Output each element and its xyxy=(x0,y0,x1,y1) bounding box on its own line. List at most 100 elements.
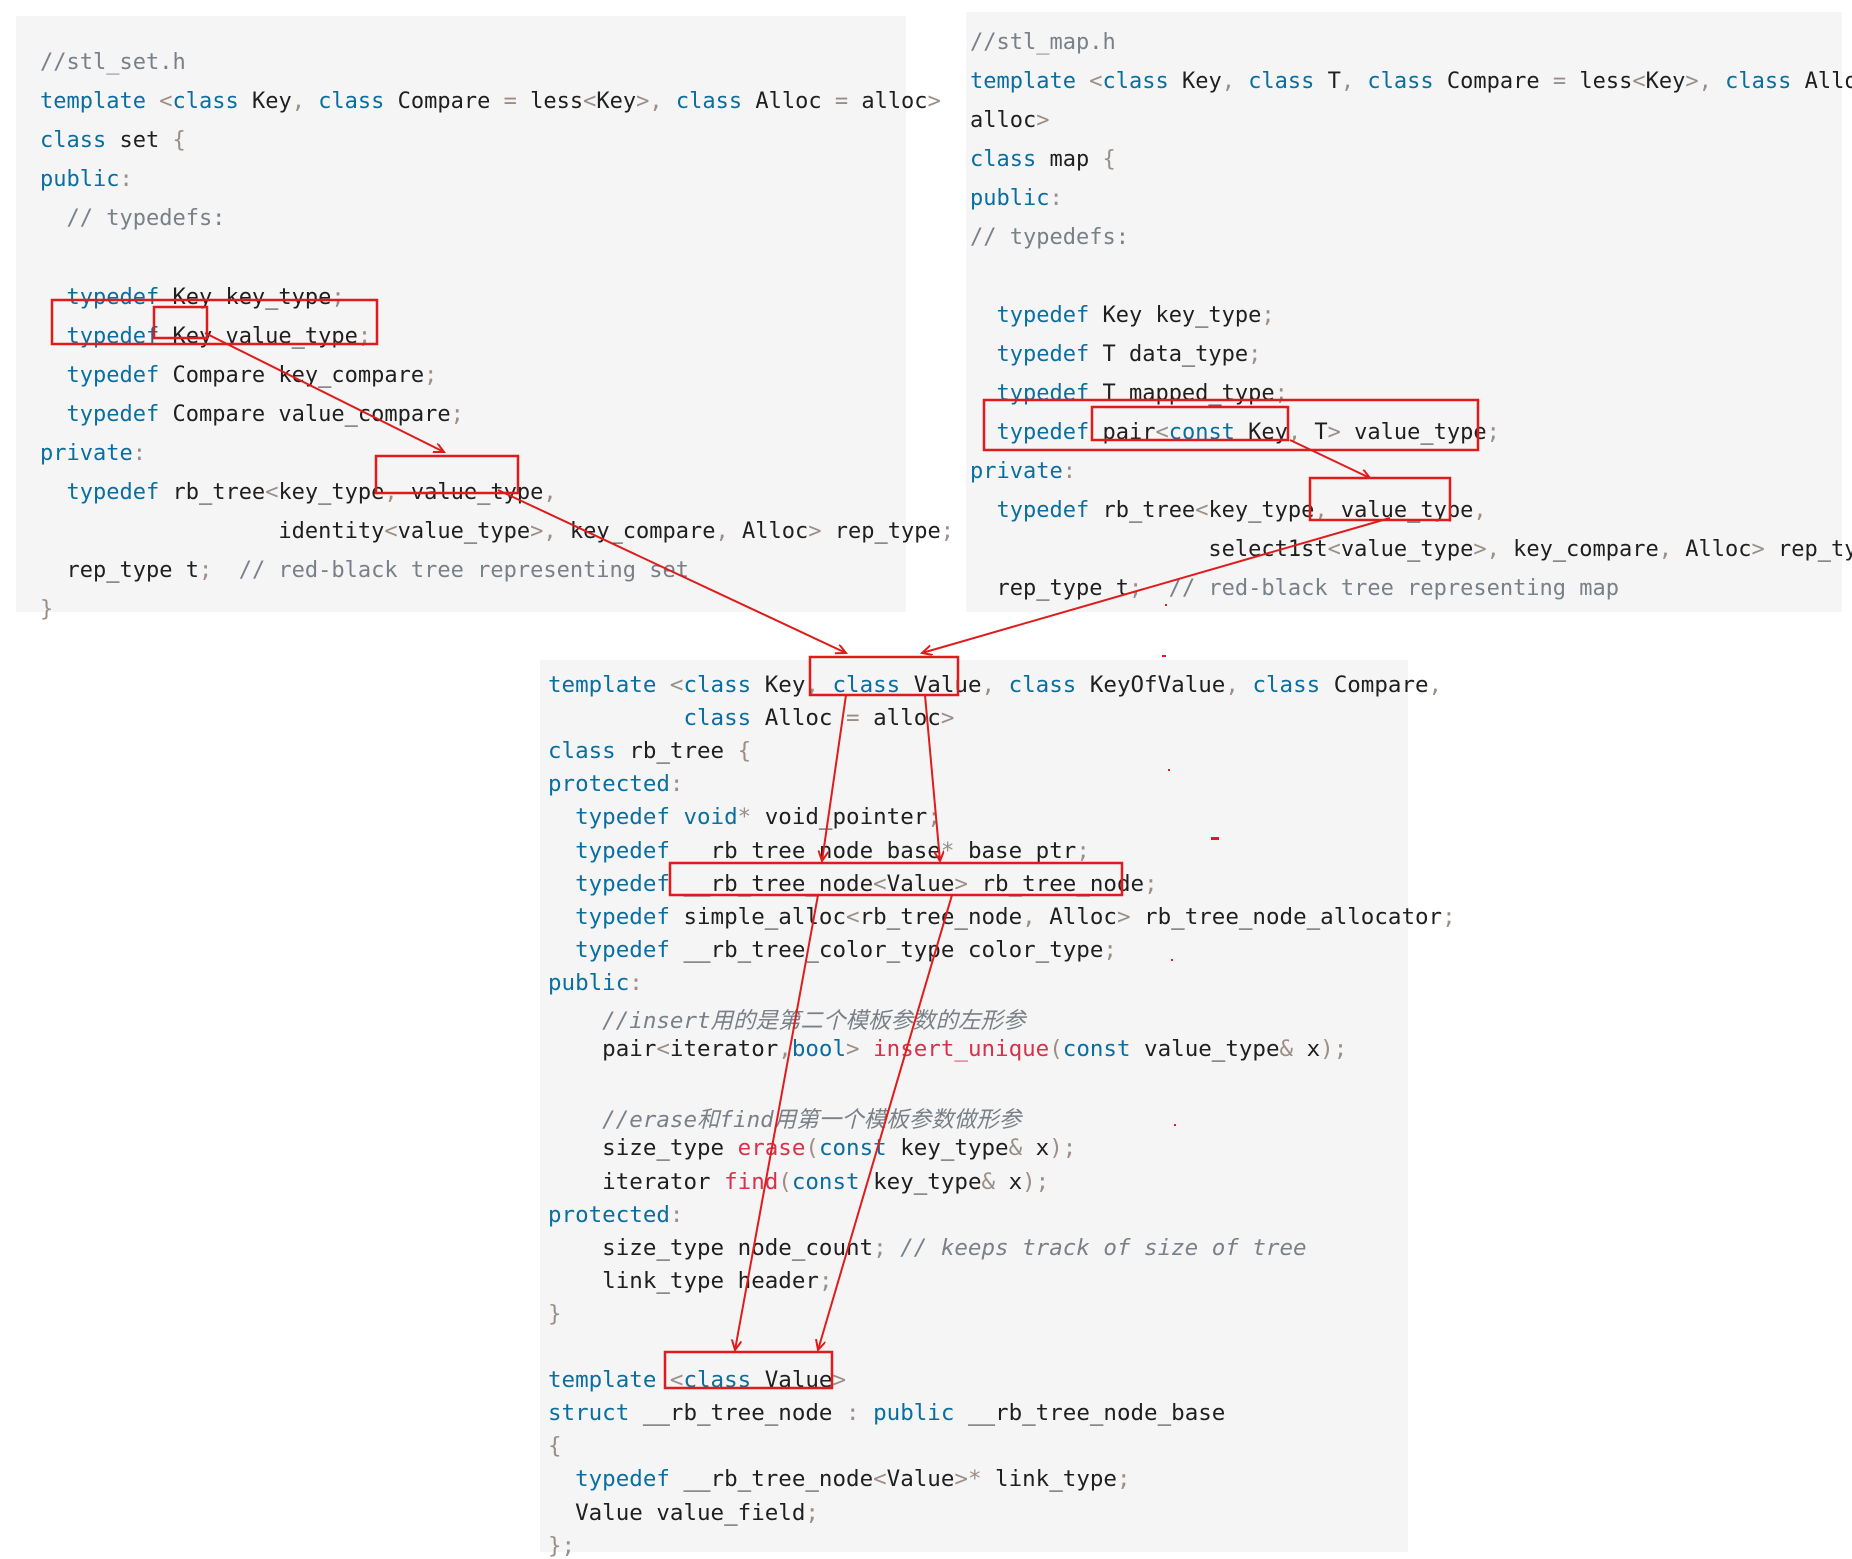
code-token: x xyxy=(995,1168,1023,1195)
code-token: void_pointer xyxy=(751,804,928,831)
code-token: ( xyxy=(1049,1036,1063,1063)
code-token: ; xyxy=(1274,381,1288,406)
code-line: typedef simple_alloc<rb_tree_node, Alloc… xyxy=(548,904,1456,930)
code-token: , xyxy=(384,480,411,506)
code-line: typedef Key value_type; xyxy=(40,324,371,349)
code-line: template <class Key, class Value, class … xyxy=(548,672,1442,698)
code-token: typedef xyxy=(548,804,670,831)
code-line: size_type node_count; // keeps track of … xyxy=(548,1234,1306,1261)
code-token: //insert用的是第二个模板参数的左形参 xyxy=(548,1008,1026,1034)
code-token: ; xyxy=(198,558,213,584)
code-token: : xyxy=(119,167,133,193)
code-token: typedef xyxy=(40,362,160,388)
code-token: // red-black tree representing set xyxy=(212,558,690,584)
code-token: < xyxy=(384,519,398,545)
code-token: { xyxy=(548,1433,562,1460)
code-token: ; xyxy=(1261,303,1275,328)
code-line: alloc> xyxy=(970,108,1049,133)
code-line: //stl_map.h xyxy=(970,30,1116,55)
code-token: Key xyxy=(1168,69,1222,94)
code-token: value_type xyxy=(1340,420,1487,445)
code-token: typedef xyxy=(970,420,1090,445)
code-token: // typedefs: xyxy=(970,225,1129,250)
code-token: class xyxy=(1725,69,1792,94)
code-token: : xyxy=(1062,459,1076,484)
code-token: __rb_tree_node xyxy=(629,1400,847,1427)
code-token: = xyxy=(503,89,517,115)
code-line: typedef __rb_tree_color_type color_type; xyxy=(548,937,1117,963)
code-token: ( xyxy=(805,1135,819,1162)
code-token: key_type xyxy=(1208,498,1315,523)
code-token: T xyxy=(1314,420,1328,445)
code-token: Key xyxy=(596,89,637,115)
code-token: class xyxy=(832,672,901,698)
code-token: , xyxy=(291,89,319,115)
code-token: ; xyxy=(927,804,941,831)
code-token: Key xyxy=(1234,420,1288,445)
code-token: T mapped_type xyxy=(1089,381,1275,406)
code-token: Compare value_compare xyxy=(159,401,451,427)
code-line: identity<value_type>, key_compare, Alloc… xyxy=(40,519,954,544)
code-line: typedef Compare value_compare; xyxy=(40,401,463,427)
code-token: bool xyxy=(791,1036,847,1063)
code-token: > xyxy=(927,89,941,115)
code-token: Alloc xyxy=(1804,69,1852,94)
code-token: //erase和find用第一个模板参数做形参 xyxy=(548,1107,1022,1134)
code-token: select1st xyxy=(970,537,1328,562)
code-token: key_type xyxy=(859,1168,982,1195)
code-token: class xyxy=(172,89,239,115)
code-token: Key xyxy=(238,89,292,115)
code-token: < xyxy=(669,1367,684,1394)
code-token: pair xyxy=(1089,420,1156,445)
code-line: } xyxy=(40,597,53,622)
code-token: value_type xyxy=(1130,1036,1280,1063)
code-token: value_type xyxy=(397,519,531,545)
code-token: < xyxy=(873,870,887,897)
code-token: set xyxy=(106,128,173,154)
code-token: value_type xyxy=(1340,537,1474,562)
code-token: ); xyxy=(1049,1135,1077,1162)
code-token: Alloc xyxy=(742,89,835,115)
code-token: & xyxy=(1008,1135,1023,1162)
code-token: typedef xyxy=(40,323,160,349)
code-line: public: xyxy=(548,970,643,996)
code-token: typedef xyxy=(970,303,1090,328)
code-line: class map { xyxy=(970,147,1116,172)
code-token: } xyxy=(40,597,54,623)
code-token: ; xyxy=(331,284,345,310)
code-token: { xyxy=(1102,147,1116,172)
code-token: ; xyxy=(1103,936,1117,963)
code-token: link_type xyxy=(981,1466,1117,1493)
code-token: key_compare xyxy=(1513,537,1659,562)
code-token: Compare key_compare xyxy=(159,362,425,388)
code-token: class xyxy=(1102,69,1169,94)
code-token: ( xyxy=(778,1168,792,1195)
code-token: rep_type t xyxy=(970,576,1129,601)
code-token: typedef xyxy=(970,342,1090,367)
code-token: ; xyxy=(873,1234,887,1261)
code-token: class xyxy=(1252,672,1321,698)
code-token: ; xyxy=(805,1499,819,1526)
code-line: public: xyxy=(40,167,133,192)
code-line: typedef Key key_type; xyxy=(970,303,1275,328)
code-token: class xyxy=(1008,672,1077,698)
code-token: rb_tree xyxy=(1089,498,1196,523)
code-token: erase xyxy=(737,1135,806,1162)
code-line: rep_type t; // red-black tree representi… xyxy=(970,576,1619,601)
code-token: : xyxy=(1049,186,1063,211)
code-token: const xyxy=(1168,420,1235,445)
code-token: less xyxy=(1566,69,1633,94)
code-token: typedef xyxy=(548,936,670,963)
code-token: template xyxy=(548,672,670,698)
code-token: __rb_tree_node_base xyxy=(954,1400,1226,1427)
code-token: & xyxy=(981,1168,996,1195)
code-line: class set { xyxy=(40,128,186,153)
code-token: : xyxy=(669,1201,684,1228)
code-token: template xyxy=(40,89,160,115)
code-token: & xyxy=(1279,1036,1294,1063)
code-token: Key key_type xyxy=(159,284,332,310)
code-token: typedef xyxy=(40,284,160,310)
code-token: < xyxy=(1632,69,1646,94)
code-token: base_ptr xyxy=(954,837,1077,864)
